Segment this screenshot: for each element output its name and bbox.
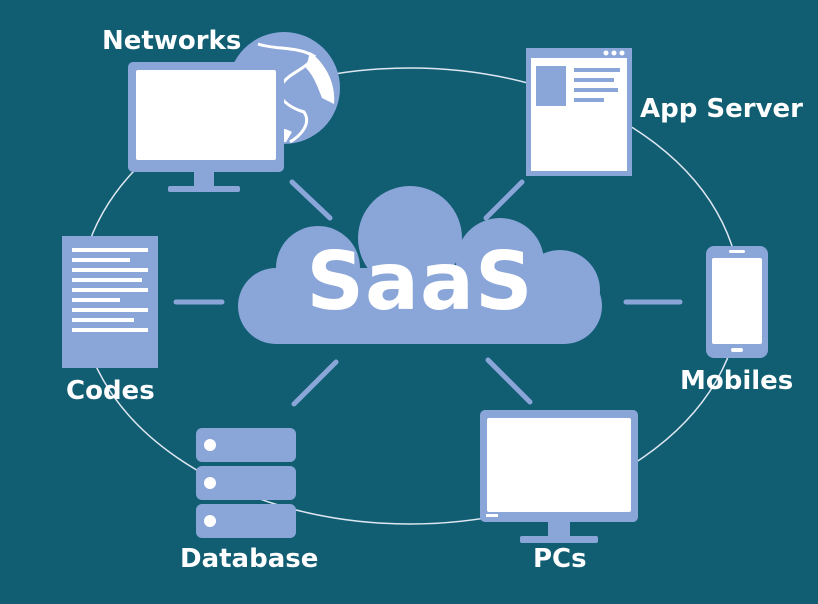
label-networks: Networks [102, 26, 242, 56]
label-codes: Codes [66, 376, 155, 406]
connector-app-server [483, 179, 525, 221]
networks-monitor-icon [128, 62, 284, 192]
connector-networks [289, 179, 333, 221]
connector-pcs [485, 357, 533, 405]
code-document-icon [62, 236, 158, 368]
label-app-server: App Server [640, 94, 803, 124]
database-server-icon [196, 428, 296, 538]
pc-monitor-icon [480, 410, 638, 543]
label-mobiles: Mobiles [680, 366, 794, 396]
label-database: Database [180, 544, 319, 574]
connector-database [291, 359, 339, 407]
mobile-phone-icon [706, 246, 768, 358]
cloud-icon [238, 186, 602, 344]
app-server-window-icon [526, 48, 632, 176]
saas-title: SaaS [306, 235, 534, 328]
label-pcs: PCs [533, 544, 587, 574]
